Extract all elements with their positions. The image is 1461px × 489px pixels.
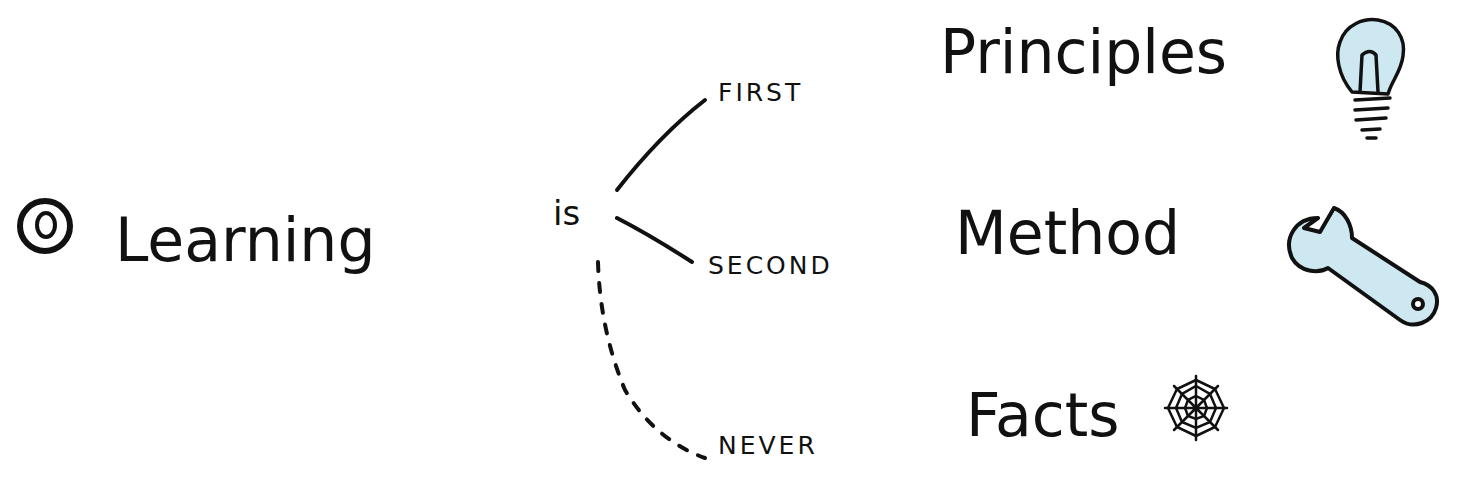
main-word: Learning: [115, 210, 375, 270]
key-term: Principles: [940, 22, 1227, 82]
lightbulb-icon: [1338, 20, 1404, 138]
rank-word: SECOND: [708, 253, 833, 278]
spiderweb-icon: [1165, 376, 1227, 440]
bullet-mark: [20, 201, 70, 251]
rank-word: NEVER: [718, 433, 818, 458]
key-term: Facts: [966, 385, 1120, 445]
branch-line: [617, 100, 705, 190]
branch-line: [617, 218, 692, 262]
wrench-icon: [1289, 208, 1437, 324]
key-term: Method: [955, 203, 1180, 263]
rank-word: FIRST: [718, 80, 803, 105]
connector-word: is: [553, 196, 580, 230]
dashed-branch-line: [598, 262, 705, 458]
